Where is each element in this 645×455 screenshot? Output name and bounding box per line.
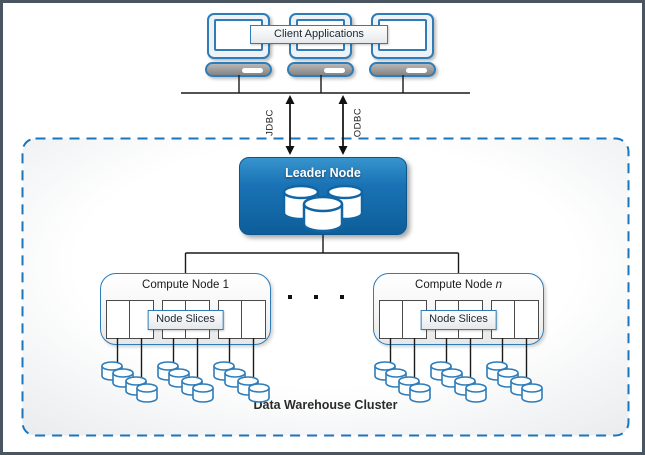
ellipsis-dot: [314, 295, 318, 299]
cluster-title: Data Warehouse Cluster: [253, 398, 398, 412]
ellipsis-dot: [288, 295, 292, 299]
node-slices-group: [105, 300, 266, 339]
slice-pair: [490, 300, 539, 339]
client-computer: [369, 13, 436, 77]
compute-node-name-suffix: n: [495, 279, 502, 291]
monitor-slot: [324, 68, 345, 73]
client-computer: [205, 13, 272, 77]
node-slice-cell: [242, 300, 266, 339]
ellipsis-dot: [340, 295, 344, 299]
compute-node-1: Compute Node 1 Node Slices: [100, 273, 271, 345]
node-slice-cell: [378, 300, 403, 339]
node-slice-cell: [105, 300, 130, 339]
monitor-slot: [242, 68, 263, 73]
client-applications-label: Client Applications: [250, 25, 388, 44]
node-slice-cell: [515, 300, 539, 339]
monitor-base: [287, 62, 354, 77]
ellipsis-icon: [288, 295, 344, 299]
node-slices-label: Node Slices: [420, 310, 497, 330]
compute-node-name-prefix: Compute Node: [415, 279, 496, 291]
slice-pair: [105, 300, 154, 339]
client-computer: [287, 13, 354, 77]
odbc-label: ODBC: [352, 107, 364, 138]
slice-pair: [217, 300, 266, 339]
monitor-base: [369, 62, 436, 77]
leader-node: Leader Node: [239, 157, 407, 235]
node-slices-label: Node Slices: [147, 310, 224, 330]
leader-node-title: Leader Node: [285, 166, 361, 180]
monitor-frame: [371, 13, 434, 59]
compute-node-n: Compute Node n Node Slices: [373, 273, 544, 345]
compute-node-title: Compute Node 1: [101, 279, 270, 291]
monitor-frame: [207, 13, 270, 59]
monitor-slot: [406, 68, 427, 73]
compute-node-name-suffix: 1: [222, 279, 229, 291]
compute-node-name-prefix: Compute Node: [142, 279, 223, 291]
disk-pair-icon: [510, 376, 543, 403]
compute-node-title: Compute Node n: [374, 279, 543, 291]
database-cylinders-icon: [282, 184, 364, 233]
monitor-base: [205, 62, 272, 77]
disk-pair-icon: [237, 376, 270, 403]
jdbc-label: JDBC: [264, 109, 276, 136]
